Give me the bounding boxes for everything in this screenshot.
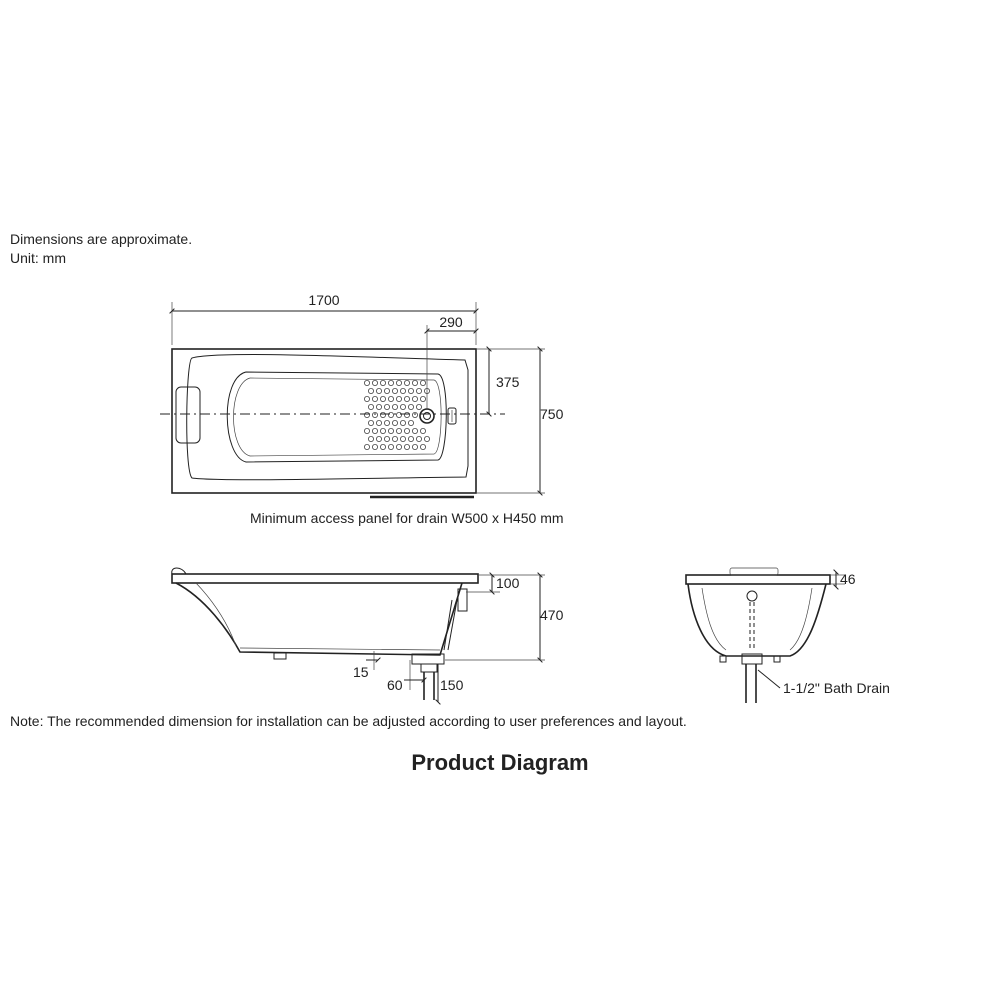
rim-dimension: 100 [496,575,520,591]
bath-drain-label: 1-1/2" Bath Drain [783,680,890,696]
anti-slip-dots [363,379,430,450]
length-dimension: 1700 [308,292,339,308]
end-rim-dimension: 46 [840,571,856,587]
tub-body-side [175,582,463,656]
dim-15: 15 [353,664,369,680]
page-title: Product Diagram [411,750,589,775]
width-dimension: 750 [540,406,564,422]
installation-note: Note: The recommended dimension for inst… [10,713,687,729]
access-panel-note: Minimum access panel for drain W500 x H4… [250,510,564,526]
top-view: 1700 290 375 750 Minimum access panel fo… [160,292,564,526]
overflow-side-icon [457,588,468,612]
drain-offset-dimension: 290 [439,314,463,330]
height-dimension: 470 [540,607,564,623]
headrest [175,386,201,444]
unit-note: Unit: mm [10,250,66,266]
tub-rim-end [685,574,831,585]
foot-icon [273,652,287,660]
tub-basin [226,371,447,463]
tub-rim-side [171,573,479,584]
overflow-icon [447,407,457,425]
drain-icon [419,408,435,424]
end-view: 46 1-1/2" Bath Drain [685,567,890,703]
headrest-side [171,567,187,575]
tub-rim-contour [186,354,469,481]
dim-60: 60 [387,677,403,693]
approximate-note: Dimensions are approximate. [10,231,193,247]
tub-body-end [687,583,827,657]
drain-end-icon [741,653,763,665]
tub-outline-top [171,348,477,494]
overflow-end-icon [746,590,758,602]
side-view: 100 470 15 60 150 [171,567,564,705]
drain-center-dimension: 375 [496,374,520,390]
headrest-end [729,567,779,576]
dim-150: 150 [440,677,464,693]
